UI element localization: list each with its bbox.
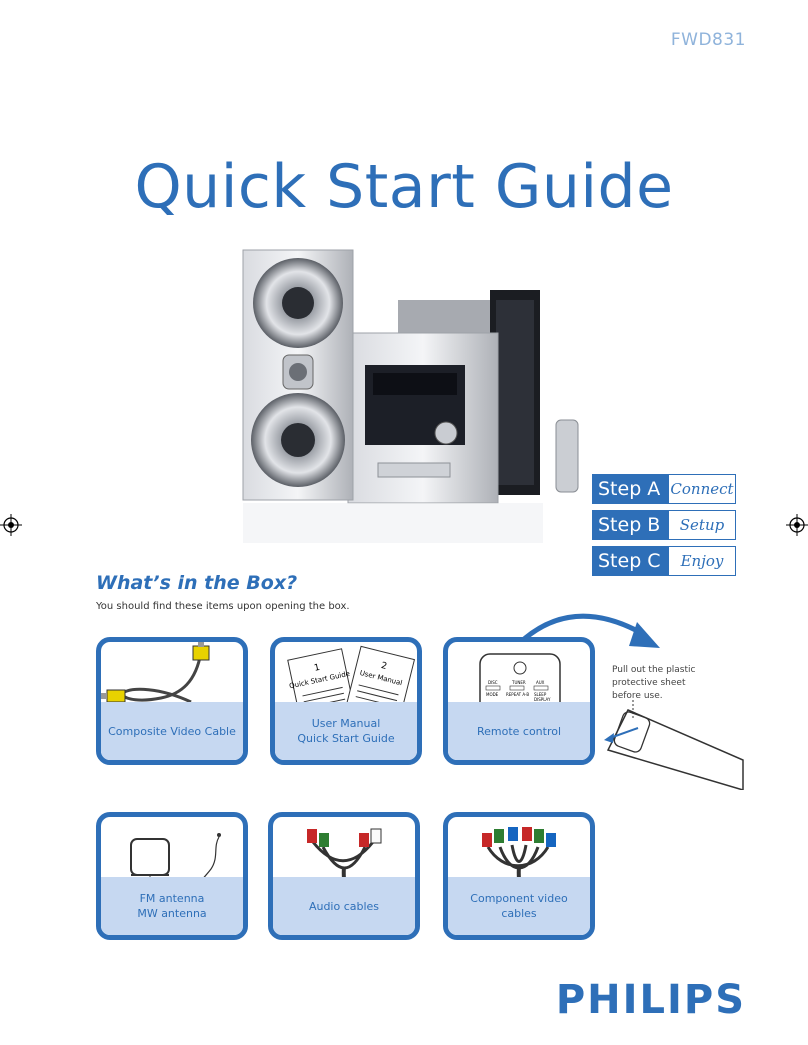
- item-component-cables: Component video cables: [443, 812, 595, 940]
- product-hero-image: [242, 249, 579, 543]
- item-caption: Composite Video Cable: [101, 702, 243, 760]
- page-title: Quick Start Guide: [134, 152, 674, 222]
- svg-text:TUNER: TUNER: [511, 680, 526, 685]
- item-caption: Component video cables: [448, 877, 590, 935]
- audio-cable-icon: [307, 828, 382, 885]
- registration-mark-icon: [786, 514, 808, 536]
- registration-mark-icon: [0, 514, 22, 536]
- svg-text:2: 2: [380, 661, 388, 672]
- remote-end-illustration: [604, 700, 744, 790]
- step-action: Connect: [669, 475, 735, 503]
- step-label: Step C: [593, 547, 669, 575]
- box-subtitle: You should find these items upon opening…: [96, 601, 350, 612]
- svg-text:AUX: AUX: [536, 680, 545, 685]
- component-cable-icon: [482, 827, 556, 885]
- remote-icon: DISC TUNER AUX MODE REPEAT A-B SLEEP DIS…: [479, 653, 561, 710]
- step-label: Step B: [593, 511, 669, 539]
- antenna-icon: [130, 833, 221, 885]
- box-heading: What’s in the Box?: [96, 572, 298, 594]
- item-manuals: 1 Quick Start Guide 2 User Manual User M…: [270, 637, 422, 765]
- manual-icon: 1 Quick Start Guide 2 User Manual: [287, 645, 416, 710]
- item-caption: Remote control: [448, 702, 590, 760]
- item-composite-cable: Composite Video Cable: [96, 637, 248, 765]
- item-caption: Audio cables: [273, 877, 415, 935]
- svg-text:SLEEP: SLEEP: [534, 692, 547, 697]
- step-label: Step A: [593, 475, 669, 503]
- svg-text:MODE: MODE: [486, 692, 499, 697]
- pull-sheet-note: Pull out the plastic protective sheet be…: [612, 665, 696, 701]
- step-action: Setup: [669, 511, 735, 539]
- curved-arrow-icon: [521, 613, 660, 648]
- svg-text:1: 1: [313, 663, 321, 674]
- svg-text:DISC: DISC: [488, 680, 498, 685]
- model-number: FWD831: [670, 30, 746, 50]
- brand-logo: PHILIPS: [555, 977, 746, 1023]
- svg-text:REPEAT A-B: REPEAT A-B: [506, 692, 529, 697]
- item-audio-cables: Audio cables: [268, 812, 420, 940]
- composite-cable-icon: [101, 642, 210, 704]
- svg-text:DISPLAY: DISPLAY: [534, 697, 551, 702]
- step-action: Enjoy: [669, 547, 735, 575]
- item-remote: DISC TUNER AUX MODE REPEAT A-B SLEEP DIS…: [443, 637, 595, 765]
